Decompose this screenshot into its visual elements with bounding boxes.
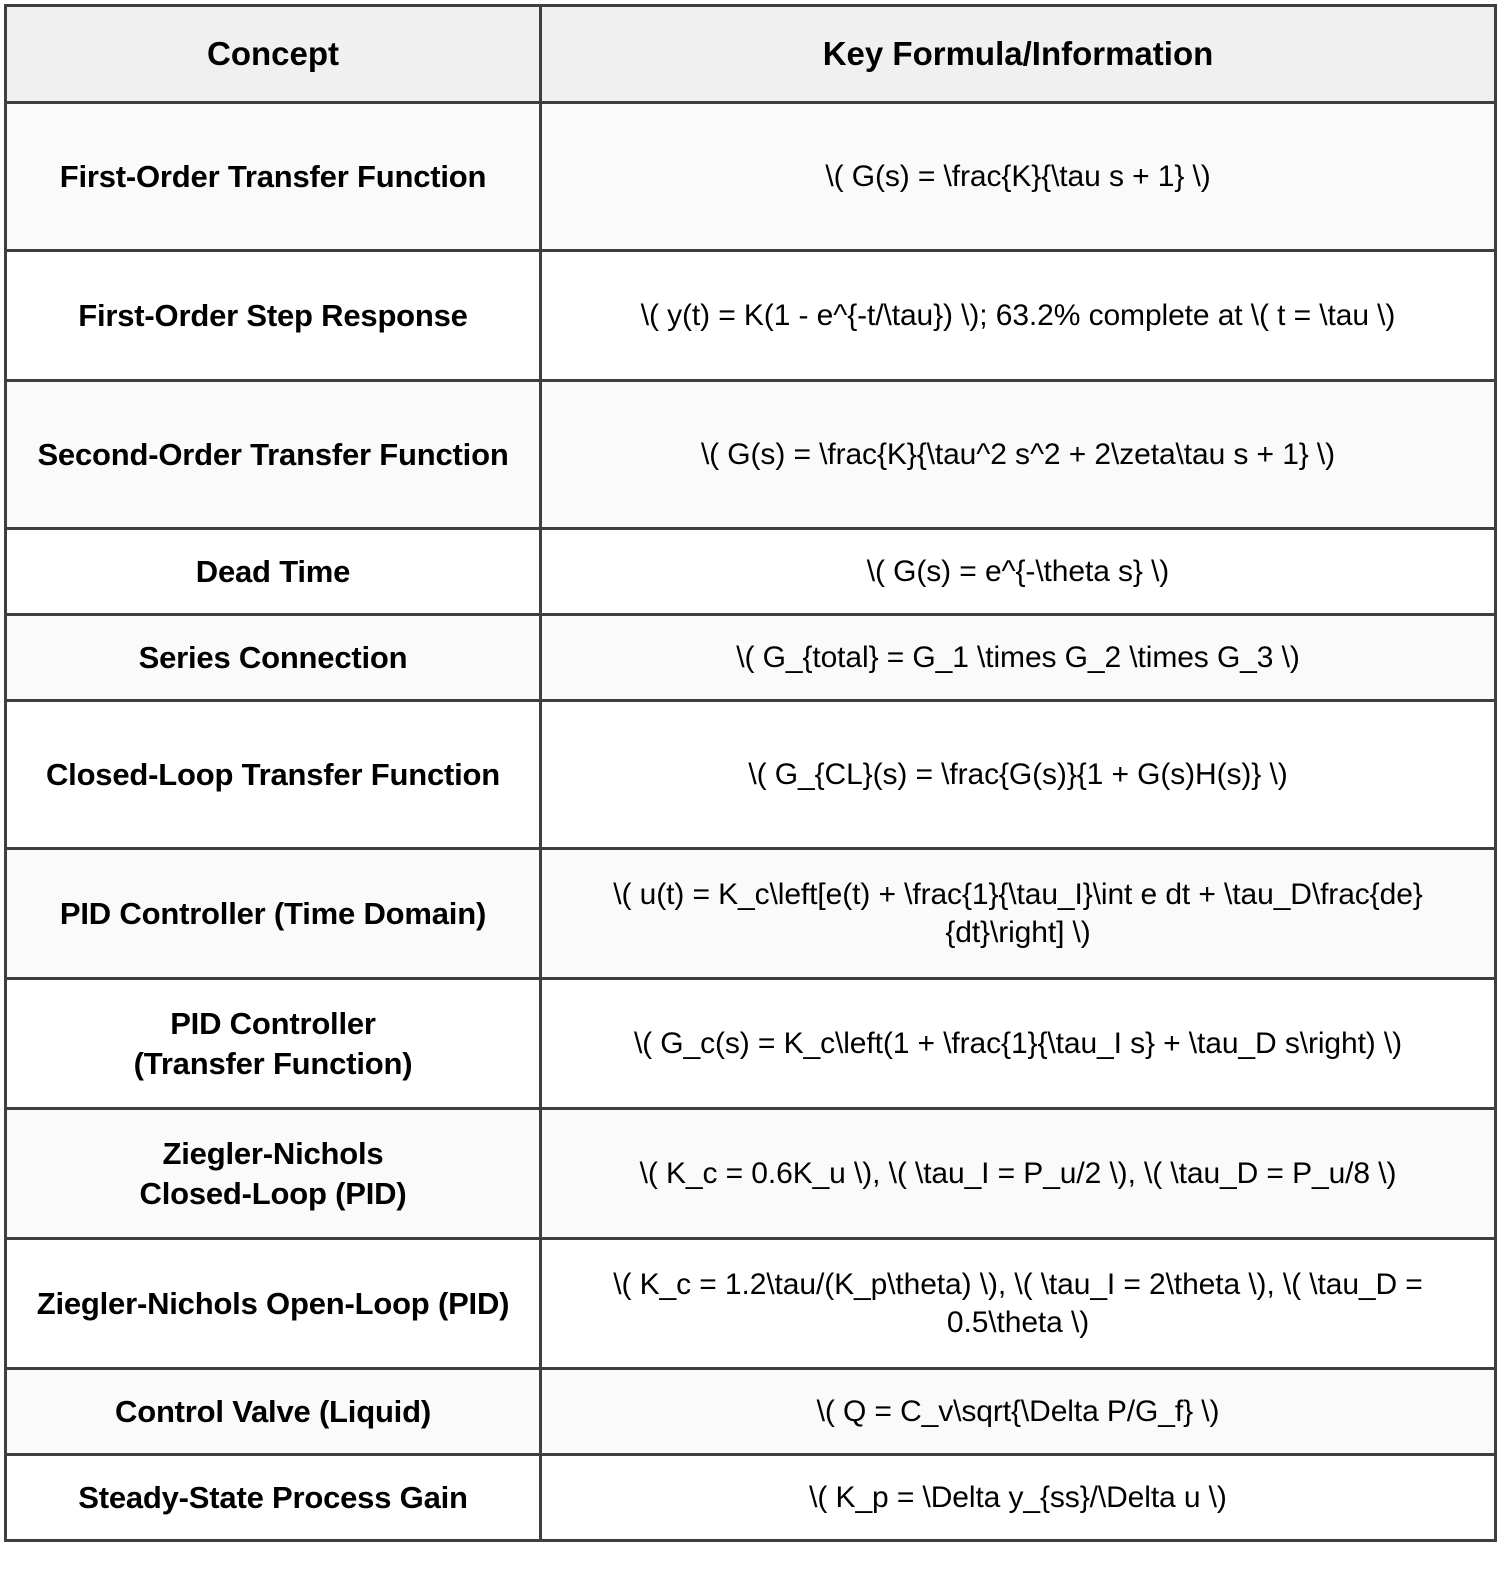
table-row: Closed-Loop Transfer Function\( G_{CL}(s… xyxy=(4,699,1497,850)
table-row: First-Order Transfer Function\( G(s) = \… xyxy=(4,101,1497,252)
table-row: First-Order Step Response\( y(t) = K(1 -… xyxy=(4,249,1497,382)
table-row: PID Controller (Time Domain)\( u(t) = K_… xyxy=(4,847,1497,980)
cell-concept: First-Order Step Response xyxy=(4,249,542,382)
cell-formula: \( u(t) = K_c\left[e(t) + \frac{1}{\tau_… xyxy=(539,847,1497,980)
cell-concept: PID Controller (Time Domain) xyxy=(4,847,542,980)
header-row: Concept Key Formula/Information xyxy=(4,4,1497,104)
table-row: Second-Order Transfer Function\( G(s) = … xyxy=(4,379,1497,530)
cell-concept: Control Valve (Liquid) xyxy=(4,1367,542,1456)
cell-concept: Dead Time xyxy=(4,527,542,616)
table-row: Steady-State Process Gain\( K_p = \Delta… xyxy=(4,1453,1497,1542)
cell-formula: \( G_{total} = G_1 \times G_2 \times G_3… xyxy=(539,613,1497,702)
table-header: Concept Key Formula/Information xyxy=(4,4,1497,104)
table-row: Control Valve (Liquid)\( Q = C_v\sqrt{\D… xyxy=(4,1367,1497,1456)
cell-formula: \( G(s) = \frac{K}{\tau s + 1} \) xyxy=(539,101,1497,252)
process-control-reference-table: Concept Key Formula/Information First-Or… xyxy=(4,4,1497,1542)
cell-concept: Ziegler-Nichols Open-Loop (PID) xyxy=(4,1237,542,1370)
cell-concept: Closed-Loop Transfer Function xyxy=(4,699,542,850)
cell-concept: Series Connection xyxy=(4,613,542,702)
cell-formula: \( y(t) = K(1 - e^{-t/\tau}) \); 63.2% c… xyxy=(539,249,1497,382)
table-row: Dead Time\( G(s) = e^{-\theta s} \) xyxy=(4,527,1497,616)
cell-formula: \( G_c(s) = K_c\left(1 + \frac{1}{\tau_I… xyxy=(539,977,1497,1110)
cell-concept: Ziegler-Nichols Closed-Loop (PID) xyxy=(4,1107,542,1240)
cell-formula: \( G(s) = e^{-\theta s} \) xyxy=(539,527,1497,616)
cell-concept: Steady-State Process Gain xyxy=(4,1453,542,1542)
table-row: Ziegler-Nichols Open-Loop (PID)\( K_c = … xyxy=(4,1237,1497,1370)
column-header-formula: Key Formula/Information xyxy=(539,4,1497,104)
cell-formula: \( K_c = 1.2\tau/(K_p\theta) \), \( \tau… xyxy=(539,1237,1497,1370)
cell-formula: \( Q = C_v\sqrt{\Delta P/G_f} \) xyxy=(539,1367,1497,1456)
cell-formula: \( G(s) = \frac{K}{\tau^2 s^2 + 2\zeta\t… xyxy=(539,379,1497,530)
cell-concept: PID Controller (Transfer Function) xyxy=(4,977,542,1110)
cell-concept: Second-Order Transfer Function xyxy=(4,379,542,530)
cell-formula: \( G_{CL}(s) = \frac{G(s)}{1 + G(s)H(s)}… xyxy=(539,699,1497,850)
column-header-concept: Concept xyxy=(4,4,542,104)
table-row: Series Connection\( G_{total} = G_1 \tim… xyxy=(4,613,1497,702)
table-row: PID Controller (Transfer Function)\( G_c… xyxy=(4,977,1497,1110)
table-body: First-Order Transfer Function\( G(s) = \… xyxy=(4,101,1497,1542)
cell-formula: \( K_p = \Delta y_{ss}/\Delta u \) xyxy=(539,1453,1497,1542)
table-row: Ziegler-Nichols Closed-Loop (PID)\( K_c … xyxy=(4,1107,1497,1240)
cell-formula: \( K_c = 0.6K_u \), \( \tau_I = P_u/2 \)… xyxy=(539,1107,1497,1240)
cell-concept: First-Order Transfer Function xyxy=(4,101,542,252)
